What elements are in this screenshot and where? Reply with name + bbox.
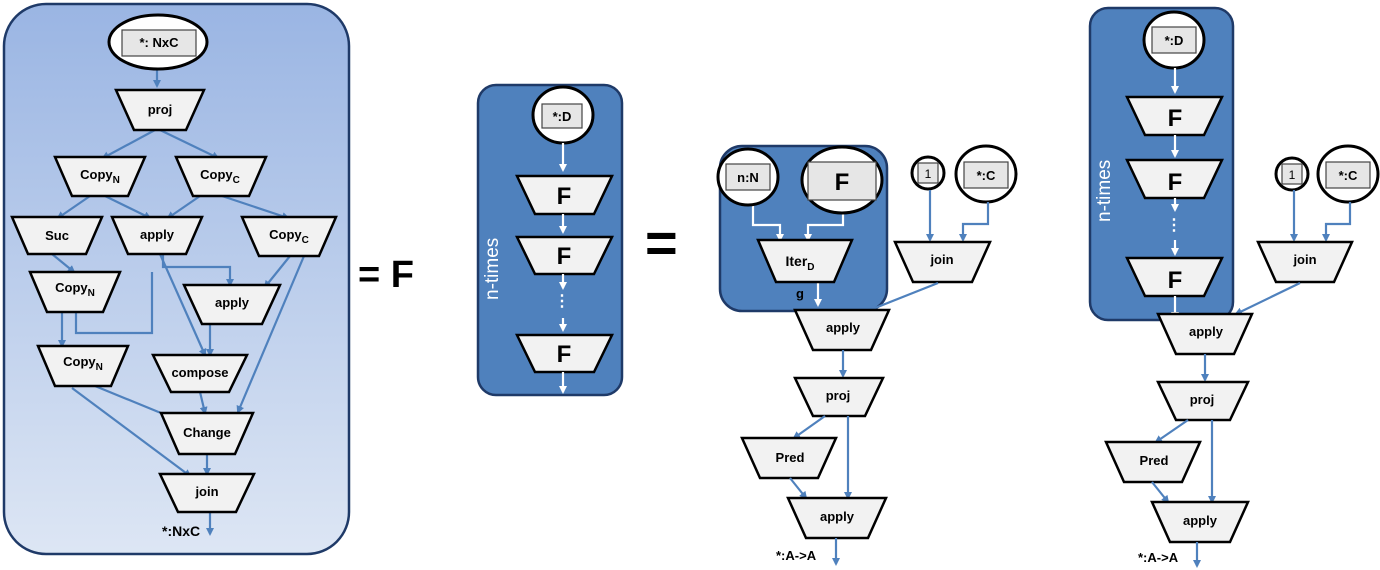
unrolled-one-node: 1 <box>1274 156 1310 192</box>
svg-text:F: F <box>1168 105 1183 132</box>
equals-label: = <box>645 211 678 274</box>
ntimes-box: n-times *:D F F ⋮ F <box>476 83 624 397</box>
svg-text:F: F <box>557 183 572 210</box>
svg-text:Change: Change <box>183 425 231 440</box>
left-panel: *: NxC proj CopyN CopyC Suc apply <box>2 2 351 556</box>
svg-text:*:D: *:D <box>553 109 572 124</box>
unrolled-input-c-node: *:C <box>1316 144 1380 204</box>
left-panel-arrows <box>51 68 306 536</box>
svg-text:join: join <box>1292 252 1316 267</box>
iter-pred-node: Pred <box>740 436 838 480</box>
iter-g-label: g <box>796 286 804 301</box>
iter-input-n-node: n:N <box>716 147 780 207</box>
equals-f-label: = F <box>358 254 414 296</box>
unrolled-pred-node: Pred <box>1104 440 1202 484</box>
svg-text:proj: proj <box>1190 392 1215 407</box>
svg-text:CopyC: CopyC <box>200 167 240 186</box>
iter-apply-node-1: apply <box>793 308 891 352</box>
unrolled-input-node: *:D <box>1142 10 1206 70</box>
ntimes-f-node-2: F <box>515 235 614 276</box>
svg-text:*: NxC: *: NxC <box>139 35 179 50</box>
left-copy-n-node-1: CopyN <box>53 155 147 198</box>
unrolled-f-node-3: F <box>1125 256 1224 298</box>
left-change-node: Change <box>159 411 255 456</box>
svg-text:*:C: *:C <box>977 168 996 183</box>
svg-text:apply: apply <box>215 295 250 310</box>
unrolled-apply-node-2: apply <box>1150 500 1250 544</box>
unrolled-diagram: n-times *:D F F ⋮ F 1 <box>1088 6 1380 568</box>
left-copy-n-node-2: CopyN <box>28 270 122 314</box>
svg-text:compose: compose <box>171 365 228 380</box>
iter-join-node: join <box>893 240 992 284</box>
svg-text:F: F <box>1168 169 1183 196</box>
svg-text:proj: proj <box>148 102 173 117</box>
left-output-label: *:NxC <box>162 523 200 539</box>
left-copy-n-node-3: CopyN <box>36 344 130 388</box>
svg-text:Pred: Pred <box>1140 453 1169 468</box>
left-copy-c-node-2: CopyC <box>240 215 338 258</box>
svg-text:n:N: n:N <box>737 170 759 185</box>
svg-text:apply: apply <box>820 509 855 524</box>
svg-text:IterD: IterD <box>785 253 814 273</box>
ntimes-input-node: *:D <box>531 85 595 145</box>
left-apply-node-1: apply <box>110 215 204 256</box>
unrolled-output-label: *:A->A <box>1138 550 1179 565</box>
left-join-node: join <box>158 472 256 514</box>
iter-node: IterD <box>756 238 854 284</box>
iter-input-c-node: *:C <box>954 144 1018 204</box>
ntimes-label: n-times <box>482 238 503 300</box>
svg-text:apply: apply <box>1189 324 1224 339</box>
ntimes-f-node-3: F <box>515 333 614 374</box>
unrolled-f-node-1: F <box>1125 95 1224 137</box>
left-input-node: *: NxC <box>107 13 209 71</box>
left-apply-node-2: apply <box>182 283 282 326</box>
svg-text:join: join <box>929 252 953 267</box>
ntimes-ellipsis: ⋮ <box>554 293 570 310</box>
unrolled-ntimes-label: n-times <box>1094 160 1115 222</box>
unrolled-f-node-2: F <box>1125 158 1224 200</box>
svg-text:F: F <box>557 341 572 368</box>
svg-text:join: join <box>194 484 218 499</box>
svg-text:1: 1 <box>1289 168 1296 182</box>
svg-text:CopyC: CopyC <box>269 227 309 246</box>
left-suc-node: Suc <box>10 215 104 256</box>
svg-text:apply: apply <box>1183 513 1218 528</box>
iter-output-label: *:A->A <box>776 548 817 563</box>
iter-proj-node: proj <box>793 376 885 418</box>
svg-text:F: F <box>557 243 572 270</box>
svg-text:F: F <box>1168 267 1183 294</box>
svg-text:apply: apply <box>140 227 175 242</box>
svg-text:CopyN: CopyN <box>63 354 103 373</box>
left-compose-node: compose <box>151 353 249 394</box>
unrolled-ellipsis: ⋮ <box>1166 217 1182 234</box>
iter-one-node: 1 <box>910 155 946 191</box>
unrolled-apply-node-1: apply <box>1156 312 1254 356</box>
svg-text:*:D: *:D <box>1165 33 1184 48</box>
svg-text:Pred: Pred <box>776 450 805 465</box>
svg-text:Suc: Suc <box>45 228 69 243</box>
iter-input-f-node: F <box>800 145 884 215</box>
svg-text:CopyN: CopyN <box>55 280 95 299</box>
svg-text:F: F <box>835 169 850 196</box>
unrolled-join-node: join <box>1256 240 1354 284</box>
svg-text:CopyN: CopyN <box>80 167 120 186</box>
svg-text:*:C: *:C <box>1339 168 1358 183</box>
iter-diagram: n:N F IterD g 1 *:C join <box>716 144 1018 566</box>
svg-text:1: 1 <box>925 167 932 181</box>
svg-text:apply: apply <box>826 320 861 335</box>
svg-text:proj: proj <box>826 388 851 403</box>
iter-apply-node-2: apply <box>786 496 888 540</box>
unrolled-proj-node: proj <box>1156 380 1250 422</box>
left-proj-node: proj <box>114 88 206 132</box>
ntimes-f-node-1: F <box>515 174 614 216</box>
left-copy-c-node-1: CopyC <box>174 155 268 198</box>
